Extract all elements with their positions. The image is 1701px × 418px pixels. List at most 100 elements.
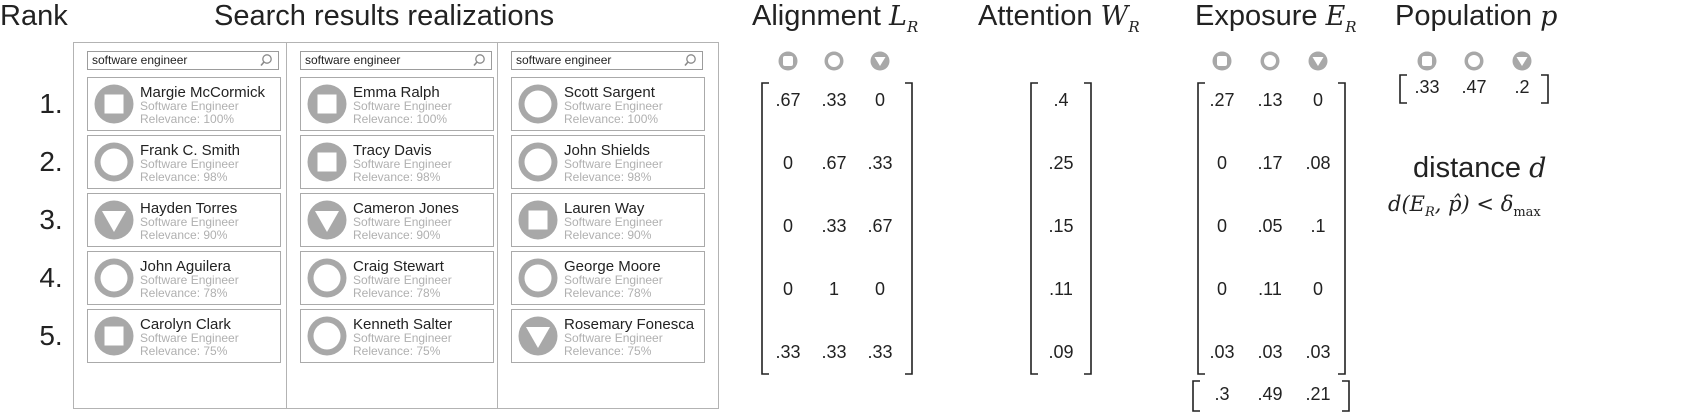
search-icon[interactable]	[260, 53, 274, 67]
result-title: Software Engineer	[140, 99, 239, 113]
population-vector-cell: .47	[1461, 77, 1487, 97]
population-heading: Population p	[1395, 0, 1557, 33]
result-name: Carolyn Clark	[140, 316, 231, 333]
result-name: John Shields	[564, 142, 650, 159]
result-name: Emma Ralph	[353, 84, 440, 101]
result-relevance: Relevance: 78%	[140, 286, 228, 300]
result-title: Software Engineer	[564, 99, 663, 113]
distance-heading: distance d	[1413, 152, 1546, 185]
alignment-matrix-cell: .67	[867, 216, 893, 236]
result-avatar	[307, 316, 347, 356]
alignment-matrix-cell: .33	[867, 153, 893, 173]
attention-label: Attention	[978, 0, 1093, 32]
result-relevance: Relevance: 90%	[140, 228, 228, 242]
result-title: Software Engineer	[140, 215, 239, 229]
result-relevance: Relevance: 98%	[353, 170, 441, 184]
result-name: Lauren Way	[564, 200, 645, 217]
result-title: Software Engineer	[140, 331, 239, 345]
result-avatar	[518, 142, 558, 182]
search-icon[interactable]	[473, 53, 487, 67]
result-relevance: Relevance: 78%	[564, 286, 652, 300]
rank-number: 5.	[39, 320, 63, 351]
result-relevance: Relevance: 78%	[353, 286, 441, 300]
exposure-matrix-cell: 0	[1216, 216, 1227, 236]
result-relevance: Relevance: 75%	[140, 344, 228, 358]
search-input[interactable]: software engineer	[300, 51, 492, 70]
attention-vector-cell: .09	[1048, 342, 1074, 362]
population-label: Population	[1395, 0, 1533, 32]
result-title: Software Engineer	[564, 215, 663, 229]
search-icon[interactable]	[684, 53, 698, 67]
result-avatar	[94, 142, 134, 182]
search-input[interactable]: software engineer	[87, 51, 279, 70]
search-input[interactable]: software engineer	[511, 51, 703, 70]
result-relevance: Relevance: 100%	[140, 112, 235, 126]
exposure-matrix-cell: .03	[1209, 342, 1235, 362]
alignment-matrix-cell: .67	[775, 90, 801, 110]
rank-number: 4.	[39, 262, 63, 293]
result-name: Scott Sargent	[564, 84, 655, 101]
population-vector-bracket	[1399, 74, 1549, 104]
result-avatar	[94, 84, 134, 124]
alignment-matrix-cell: 0	[782, 279, 793, 299]
result-relevance: Relevance: 90%	[564, 228, 652, 242]
exposure-total-cell: .21	[1305, 384, 1331, 404]
result-name: Margie McCormick	[140, 84, 266, 101]
alignment-matrix-cell: .33	[821, 342, 847, 362]
exposure-label: Exposure	[1195, 0, 1318, 32]
circle-icon	[307, 258, 347, 298]
attention-subscript: R	[1128, 17, 1140, 36]
attention-heading: Attention WR	[978, 0, 1140, 36]
result-avatar	[307, 200, 347, 240]
result-title: Software Engineer	[564, 273, 663, 287]
result-title: Software Engineer	[353, 215, 452, 229]
alignment-matrix-cell: .67	[821, 153, 847, 173]
circle-icon	[518, 258, 558, 298]
result-name: George Moore	[564, 258, 661, 275]
alignment-matrix-cell: 1	[828, 279, 839, 299]
exposure-subscript: R	[1345, 17, 1357, 36]
alignment-symbol: L	[889, 1, 907, 32]
exposure-matrix-cell: .13	[1257, 90, 1283, 110]
exposure-matrix-cell: 0	[1216, 153, 1227, 173]
alignment-label: Alignment	[752, 0, 881, 32]
alignment-matrix-cell: .33	[821, 90, 847, 110]
circle-icon	[518, 142, 558, 182]
circle-icon-icon	[1464, 51, 1484, 71]
result-name: Frank C. Smith	[140, 142, 241, 159]
alignment-matrix-cell: .33	[821, 216, 847, 236]
exposure-matrix-cell: 0	[1312, 90, 1323, 110]
triangle-icon	[307, 200, 347, 240]
triangle-icon	[94, 200, 134, 240]
exposure-totals-bracket	[1192, 380, 1350, 412]
result-avatar	[94, 316, 134, 356]
square-icon	[307, 142, 347, 182]
exposure-matrix-cell: .27	[1209, 90, 1235, 110]
result-title: Software Engineer	[353, 273, 452, 287]
attention-vector-bracket	[1030, 82, 1092, 375]
square-icon	[307, 84, 347, 124]
result-relevance: Relevance: 100%	[353, 112, 448, 126]
circle-icon	[94, 258, 134, 298]
result-avatar	[518, 316, 558, 356]
distance-symbol: d	[1529, 153, 1547, 184]
distance-formula-text: d(ER, p̂) < δmax	[1388, 192, 1541, 221]
square-icon	[94, 316, 134, 356]
square-icon	[94, 84, 134, 124]
